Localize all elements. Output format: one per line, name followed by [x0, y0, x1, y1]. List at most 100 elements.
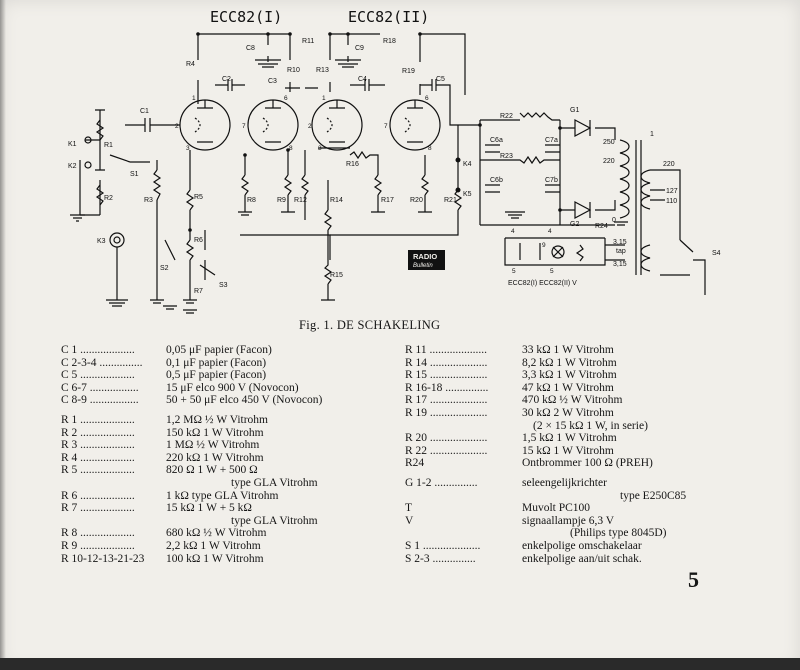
list-item: R 6 ...................1 kΩ type GLA Vit…: [61, 489, 279, 502]
figure-caption: Fig. 1. DE SCHAKELING: [299, 318, 441, 332]
svg-text:R24: R24: [595, 223, 608, 230]
svg-text:3: 3: [186, 145, 190, 152]
svg-text:C2: C2: [222, 76, 231, 83]
svg-text:K4: K4: [463, 161, 472, 168]
svg-text:3,15: 3,15: [613, 239, 627, 246]
svg-text:RADIO: RADIO: [413, 252, 437, 261]
svg-text:R16: R16: [346, 161, 359, 168]
svg-text:R12: R12: [294, 197, 307, 204]
svg-text:K1: K1: [68, 141, 77, 148]
svg-text:C9: C9: [355, 45, 364, 52]
scan-bottom-edge: [0, 658, 800, 670]
list-item: R 1 ...................1,2 MΩ ½ W Vitroh…: [61, 413, 268, 426]
list-item: S 1 ....................enkelpolige omsc…: [405, 539, 642, 552]
tube-label-ecc82-2: ECC82(II): [348, 8, 429, 26]
svg-text:C7b: C7b: [545, 177, 558, 184]
list-item-continuation: type E250C85: [620, 489, 687, 502]
svg-text:R13: R13: [316, 67, 329, 74]
svg-text:C1: C1: [140, 108, 149, 115]
list-item: R 8 ...................680 kΩ ½ W Vitroh…: [61, 527, 267, 540]
svg-text:R20: R20: [410, 197, 423, 204]
svg-text:1: 1: [192, 95, 196, 102]
svg-text:220: 220: [663, 161, 675, 168]
parts-list-left: C 1 ...................0,05 μF papier (F…: [61, 344, 406, 565]
svg-text:R2: R2: [104, 195, 113, 202]
svg-text:R15: R15: [330, 272, 343, 279]
svg-text:S1: S1: [130, 171, 139, 178]
svg-text:tap: tap: [616, 248, 626, 255]
heater-legend: ECC82(I) ECC82(II) V: [508, 280, 577, 287]
svg-text:G2: G2: [570, 221, 579, 228]
svg-text:7: 7: [384, 123, 388, 130]
svg-text:8: 8: [428, 145, 432, 152]
list-item: R 19 ....................30 kΩ 2 W Vitro…: [405, 406, 614, 419]
svg-text:C6a: C6a: [490, 137, 503, 144]
svg-text:C5: C5: [436, 76, 445, 83]
list-item: C 2-3-4 ...............0,1 μF papier (Fa…: [61, 356, 267, 369]
capacitor-labels: C1 C2 C3 C4 C5 C8 C9 C6a C6b C7a C7b: [140, 45, 558, 184]
resistor-labels: R1 R2 R3 R4 R5 R6 R7 R8 R9 R10 R11 R12 R…: [104, 38, 608, 295]
svg-text:K3: K3: [97, 238, 106, 245]
svg-text:1: 1: [650, 131, 654, 138]
svg-text:R10: R10: [287, 67, 300, 74]
svg-text:R22: R22: [500, 113, 513, 120]
svg-text:C4: C4: [358, 76, 367, 83]
binding-shadow: [0, 0, 6, 670]
svg-text:0: 0: [612, 217, 616, 224]
list-item: R 14 ....................8,2 kΩ 1 W Vitr…: [405, 356, 617, 369]
list-item-continuation: type GLA Vitrohm: [231, 514, 318, 527]
switch-jack-labels: S1 S2 S3 S4 K1 K2 K3 K4 K5 G1 G2: [68, 107, 721, 289]
svg-text:3,15: 3,15: [613, 261, 627, 268]
svg-text:110: 110: [666, 198, 677, 205]
svg-text:4: 4: [548, 228, 552, 235]
svg-text:220: 220: [603, 158, 615, 165]
list-item: R 4 ...................220 kΩ 1 W Vitroh…: [61, 451, 264, 464]
list-item: R 16-18 ...............47 kΩ 1 W Vitrohm: [405, 381, 614, 394]
svg-text:2: 2: [308, 123, 312, 130]
list-item: R 7 ...................15 kΩ 1 W + 5 kΩ: [61, 502, 252, 515]
list-item: R 20 ....................1,5 kΩ 1 W Vitr…: [405, 432, 617, 445]
svg-text:R7: R7: [194, 288, 203, 295]
svg-text:C3: C3: [268, 78, 277, 85]
svg-text:7: 7: [242, 123, 246, 130]
svg-text:R19: R19: [402, 68, 415, 75]
svg-text:4: 4: [511, 228, 515, 235]
svg-text:6: 6: [425, 95, 429, 102]
svg-text:250: 250: [603, 139, 615, 146]
svg-text:5: 5: [512, 268, 516, 275]
svg-text:R18: R18: [383, 38, 396, 45]
list-item: R 22 ....................15 kΩ 1 W Vitro…: [405, 444, 614, 457]
list-item: R 5 ...................820 Ω 1 W + 500 Ω: [61, 464, 258, 477]
tube-label-ecc82-1: ECC82(I): [210, 8, 282, 26]
list-item: R 15 ....................3,3 kΩ 1 W Vitr…: [405, 369, 617, 382]
svg-text:R9: R9: [277, 197, 286, 204]
svg-text:C7a: C7a: [545, 137, 558, 144]
svg-text:Bulletin: Bulletin: [413, 263, 433, 269]
list-item-continuation: type GLA Vitrohm: [231, 476, 318, 489]
parts-list-right: R 11 ....................33 kΩ 1 W Vitro…: [405, 344, 712, 565]
svg-text:R3: R3: [144, 197, 153, 204]
svg-text:S2: S2: [160, 265, 169, 272]
list-item: C 8-9 .................50 + 50 μF elco 4…: [61, 394, 323, 407]
svg-text:S3: S3: [219, 282, 228, 289]
svg-text:K5: K5: [463, 191, 472, 198]
svg-text:9: 9: [542, 242, 546, 249]
svg-text:R1: R1: [104, 142, 113, 149]
list-item: R 3 ...................1 MΩ ½ W Vitrohm: [61, 439, 260, 452]
list-item: R 17 ....................470 kΩ ½ W Vitr…: [405, 394, 623, 407]
svg-text:5: 5: [550, 268, 554, 275]
svg-text:3: 3: [318, 145, 322, 152]
svg-text:R6: R6: [194, 237, 203, 244]
svg-text:R21: R21: [444, 197, 457, 204]
circuit-schematic: ECC82(I) ECC82(II) C1 C2 C3 C4 C5 C8 C9 …: [68, 8, 721, 314]
svg-text:R11: R11: [302, 38, 314, 45]
svg-text:S4: S4: [712, 250, 721, 257]
svg-text:127: 127: [666, 188, 678, 195]
svg-text:R23: R23: [500, 153, 513, 160]
svg-text:2: 2: [175, 123, 179, 130]
list-item: R 11 ....................33 kΩ 1 W Vitro…: [405, 344, 614, 356]
